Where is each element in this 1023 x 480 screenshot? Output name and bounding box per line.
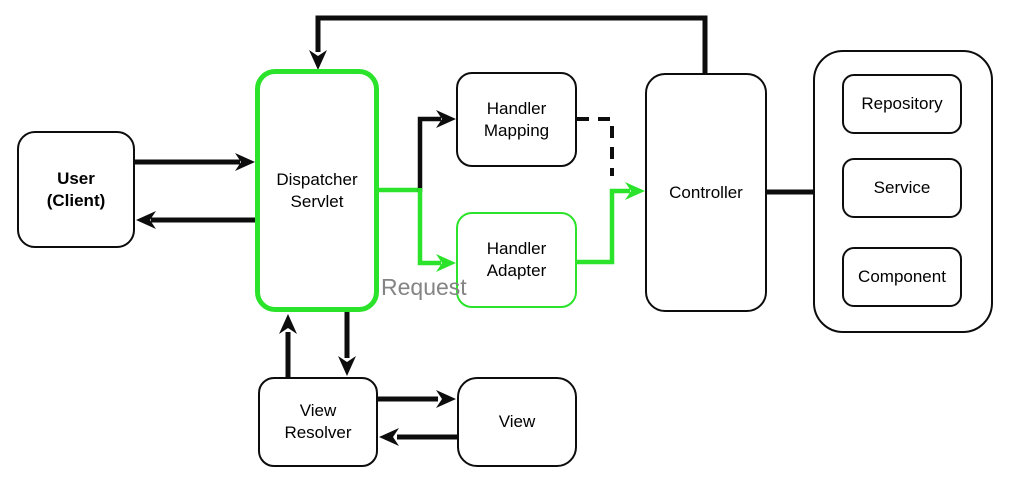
node-view-resolver-label: View Resolver [284,401,352,442]
dispatcher-to-view-resolver-edge [338,312,356,376]
controller-to-dispatcher-edge [309,15,708,73]
handler-adapter-to-controller-edge [577,182,645,265]
node-handler-mapping-label: Handler Mapping [483,98,550,140]
node-view-resolver: View Resolver [258,377,378,467]
dispatcher-to-user-edge [136,211,255,229]
node-repository: Repository [842,74,962,134]
node-controller-label: Controller [669,182,743,202]
node-view: View [457,377,577,467]
node-service-label: Service [873,178,931,197]
view-resolver-to-view-edge [378,390,456,408]
node-controller: Controller [645,73,767,312]
view-resolver-to-dispatcher-edge [279,314,297,377]
node-view-label: View [498,412,536,431]
handler-mapping-dashed-edge [577,117,614,176]
node-user-client-label: User (Client) [46,168,106,210]
node-handler-adapter-label: Handler Adapter [486,239,547,280]
dispatcher-to-handler-mapping-edge [417,110,456,192]
node-user-client: User (Client) [17,131,135,248]
node-handler-adapter: Handler Adapter [456,212,577,308]
components-container [813,50,993,333]
request-edge-label: Request [381,274,467,300]
node-service: Service [842,158,962,218]
node-component-label: Component [858,267,946,286]
node-dispatcher-servlet-label: Dispatcher Servlet [276,169,358,211]
node-repository-label: Repository [861,94,943,113]
node-handler-mapping: Handler Mapping [456,72,577,167]
node-component: Component [842,247,962,307]
view-to-view-resolver-edge [379,428,457,446]
user-to-dispatcher-edge [135,153,255,171]
dispatcher-to-handler-adapter-edge [417,188,456,272]
node-dispatcher-servlet: Dispatcher Servlet [255,69,379,312]
